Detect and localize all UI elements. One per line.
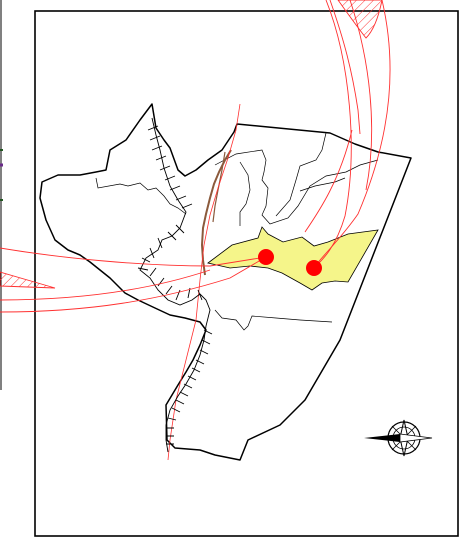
buffer-rings — [0, 0, 391, 313]
river — [200, 149, 232, 276]
marker-east[interactable] — [306, 260, 322, 276]
compass-rose-icon — [364, 419, 433, 457]
hatched-zone-left — [0, 271, 56, 289]
road-line — [167, 103, 241, 461]
marker-west[interactable] — [258, 249, 274, 265]
map-frame — [34, 10, 459, 537]
district-boundaries — [95, 132, 379, 331]
left-panel-edge — [0, 0, 3, 390]
region-boundary — [39, 103, 412, 461]
river-branch — [212, 151, 226, 223]
railway — [137, 117, 213, 453]
hatched-zone-top — [337, 0, 383, 39]
